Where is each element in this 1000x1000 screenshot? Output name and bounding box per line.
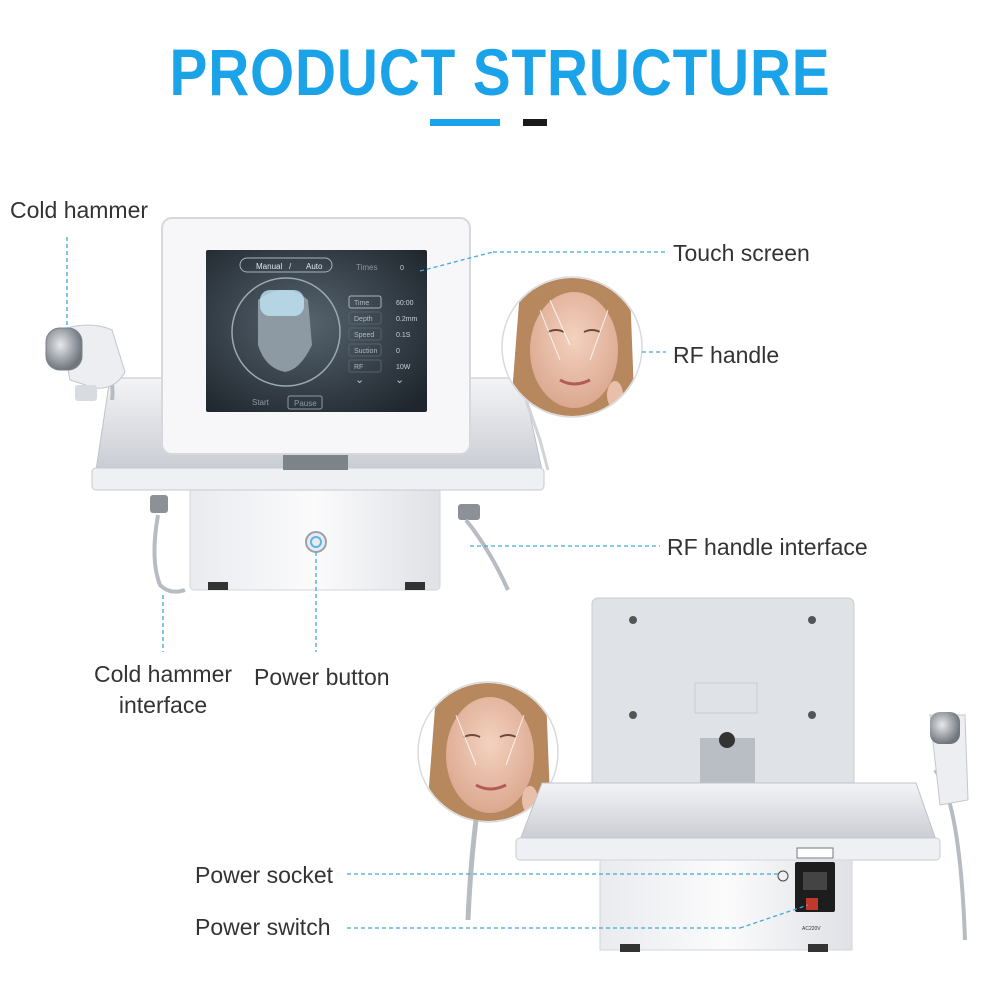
screen-param-value: 60:00 [396, 300, 414, 307]
chevron-down-icon[interactable]: ⌄ [395, 373, 404, 386]
label-touch-screen: Touch screen [673, 240, 810, 266]
power-button-icon[interactable] [305, 531, 327, 553]
screen-param-box[interactable] [348, 359, 382, 373]
screen-param-box[interactable] [348, 295, 382, 309]
rf-handle-face-photo [501, 276, 643, 418]
label-cold-hammer-interface-line2: interface [118, 692, 208, 718]
title-accent-bar [430, 119, 500, 126]
screen-mode-separator: / [289, 262, 292, 271]
label-power-socket: Power socket [195, 862, 334, 888]
label-cold-hammer-interface: Cold hammer interface [88, 660, 238, 719]
rear-device: AC220V [515, 597, 969, 952]
cold-hammer-port [150, 495, 168, 513]
label-cold-hammer: Cold hammer [10, 197, 149, 223]
rear-tray [519, 782, 937, 841]
label-power-switch: Power switch [195, 914, 331, 940]
cold-hammer-head [45, 327, 83, 371]
screen-pause-button[interactable]: Pause [294, 399, 317, 408]
screen-param-value: 0.2mm [396, 316, 418, 323]
touch-screen-display [206, 250, 427, 412]
label-power-button: Power button [254, 664, 390, 690]
screen-param-label: Speed [354, 332, 374, 339]
screen-mode-auto[interactable]: Auto [306, 262, 323, 271]
screen-param-label: Time [354, 300, 369, 307]
label-rf-handle: RF handle [673, 342, 780, 368]
screen-mode-manual[interactable]: Manual [256, 262, 282, 271]
page-title: PRODUCT STRUCTURE [169, 35, 831, 109]
screen-param-value: 0 [396, 348, 400, 355]
label-cold-hammer-interface-line1: Cold hammer [93, 661, 233, 687]
label-rf-handle-interface: RF handle interface [667, 534, 868, 560]
title-dark-bar [523, 119, 547, 126]
screen-param-value: 0.1S [396, 332, 411, 339]
screen-param-box[interactable] [348, 327, 382, 341]
voltage-label: AC220V [802, 926, 821, 932]
screen-param-label: Suction [354, 348, 377, 355]
chevron-down-icon[interactable]: ⌄ [355, 373, 364, 386]
screen-times-value: 0 [400, 265, 404, 272]
leader-lines [66, 237, 809, 929]
screen-param-value: 10W [396, 364, 411, 371]
screen-param-box[interactable] [348, 311, 382, 325]
screen-param-label: Depth [354, 316, 373, 323]
power-switch-icon[interactable] [806, 898, 818, 910]
screen-times-label: Times [356, 263, 377, 272]
rf-handle-face-photo-rear [417, 681, 559, 921]
screen-param-label: RF [354, 364, 363, 371]
rf-handle-port [458, 504, 480, 520]
screen-param-box[interactable] [348, 343, 382, 357]
screen-start-button[interactable]: Start [252, 398, 270, 407]
